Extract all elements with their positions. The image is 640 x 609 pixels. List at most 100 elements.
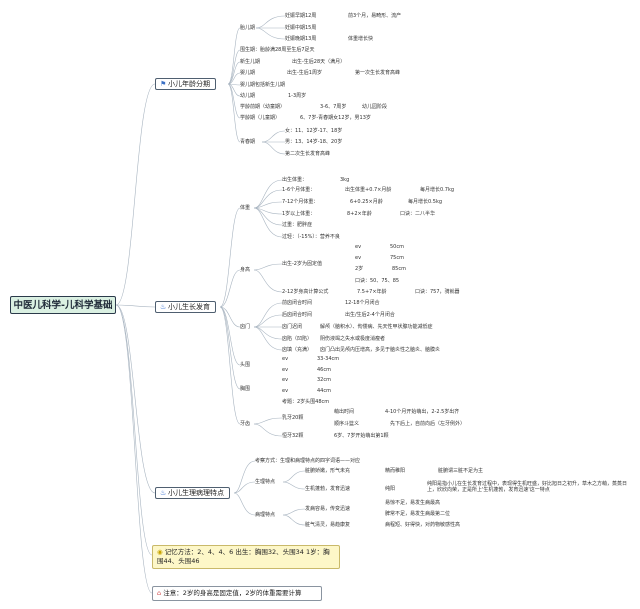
node[interactable]: 胸围: [240, 386, 251, 392]
node[interactable]: 头围: [240, 362, 251, 368]
node[interactable]: 8+2×年龄: [347, 211, 372, 217]
branch-physiology[interactable]: ♨小儿生理病理特点: [155, 487, 230, 499]
node[interactable]: 7.5+7×年龄: [357, 289, 387, 295]
node[interactable]: 牙齿: [240, 421, 251, 427]
node[interactable]: 妊娠中期15周: [285, 25, 317, 31]
node[interactable]: 出生-生后28天（满月）: [292, 59, 346, 65]
node[interactable]: 每月增长0.7kg: [420, 187, 455, 193]
node[interactable]: 前3个月，易畸形、流产: [348, 13, 402, 19]
node[interactable]: 发病容易，传变迅速: [305, 506, 351, 512]
node[interactable]: 口诀：二八半华: [400, 211, 436, 217]
node[interactable]: ev: [282, 377, 289, 383]
node[interactable]: 口诀：757，骑就器: [415, 289, 460, 295]
node[interactable]: 妊娠晚期13周: [285, 36, 317, 42]
node[interactable]: 12-18个月闭合: [345, 300, 380, 306]
node[interactable]: 出生体重+0.7×月龄: [345, 187, 392, 193]
branch-age-stages[interactable]: ⚑小儿年龄分期: [155, 78, 216, 90]
root-topic[interactable]: 中医儿科学-儿科学基础: [10, 296, 116, 314]
node[interactable]: 病程短、好得快，对药物敏感性高: [385, 522, 461, 528]
node[interactable]: 脏气清灵，易趋康复: [305, 522, 351, 528]
node[interactable]: 纯阳: [385, 486, 396, 492]
node[interactable]: 6+0.25×月龄: [350, 199, 383, 205]
node[interactable]: 囟门凸出见颅内压增高，多见于脑炎性之脑炎、脑膜炎: [320, 347, 441, 353]
node[interactable]: 脏腑娇嫩，形气未充: [305, 468, 351, 474]
node[interactable]: 脾常不足，易发生病最第二位: [385, 511, 451, 517]
node[interactable]: 1-3周岁: [288, 93, 307, 99]
node[interactable]: 过轻：（-15%）：营养不良: [282, 234, 340, 240]
node[interactable]: 2-12岁身高计算公式: [282, 289, 329, 295]
node[interactable]: 幼儿期: [240, 93, 256, 99]
node[interactable]: 第二次生长发育高峰: [285, 151, 331, 157]
node[interactable]: 3-6、7周岁: [320, 104, 347, 110]
node[interactable]: 萌出时间: [334, 409, 355, 415]
node[interactable]: 婴儿期: [240, 70, 256, 76]
node[interactable]: 33-34cm: [317, 356, 340, 362]
node[interactable]: 2岁: [355, 266, 364, 272]
node[interactable]: 学龄前期（幼童期）: [240, 104, 286, 110]
node[interactable]: 生理特点: [255, 479, 276, 485]
node[interactable]: 第一次生长发育高峰: [355, 70, 401, 76]
node[interactable]: 病理特点: [255, 512, 276, 518]
node[interactable]: 口诀：50、75、85: [355, 278, 400, 284]
node[interactable]: 胎儿期: [240, 25, 256, 31]
node[interactable]: ev: [282, 356, 289, 362]
node[interactable]: 幼儿园阶段: [362, 104, 388, 110]
node[interactable]: 生机蓬勃，发育迅速: [305, 486, 351, 492]
node[interactable]: 阴伤液竭之失水或极度消瘦者: [320, 336, 386, 342]
node[interactable]: 考题：2岁头围48cm: [282, 399, 330, 405]
node[interactable]: 出生体重：: [282, 177, 308, 183]
node[interactable]: 6、7岁-青春期女12岁，男13岁: [300, 115, 371, 121]
node[interactable]: 恒牙32颗: [282, 433, 304, 439]
node[interactable]: 出生-生后1周岁: [287, 70, 322, 76]
node[interactable]: 先下后上，自前向后（左牙例外）: [390, 421, 466, 427]
node[interactable]: 3kg: [340, 177, 350, 183]
node[interactable]: 乳牙20颗: [282, 415, 304, 421]
node[interactable]: 1-6个月体重：: [282, 187, 316, 193]
memory-note[interactable]: ◉ 记忆方法：2、4、4、6 出生：胸围32、头围34 1岁：胸围44、头围46: [152, 545, 340, 569]
node[interactable]: 脏腑谓三脏不足为主: [438, 468, 484, 474]
node[interactable]: 围生期：胎龄满28周至生后7足天: [240, 47, 315, 53]
node[interactable]: ev: [355, 255, 362, 261]
warning-note[interactable]: ⌂ 注意：2岁的身高是固定值，2岁的体重需要计算: [152, 586, 322, 601]
node[interactable]: 顺序斗篮义: [334, 421, 360, 427]
node[interactable]: 过重：肥胖症: [282, 222, 313, 228]
node[interactable]: ev: [282, 367, 289, 373]
node[interactable]: 易惊不足，易发生病最高: [385, 500, 441, 506]
node[interactable]: 后囟闭合时间: [282, 312, 313, 318]
node[interactable]: ev: [355, 244, 362, 250]
node[interactable]: 46cm: [317, 367, 331, 373]
node[interactable]: 身高: [240, 267, 251, 273]
node[interactable]: 体重增长快: [348, 36, 374, 42]
node[interactable]: 男：13、14岁-18、20岁: [285, 139, 343, 145]
node[interactable]: 出生/生后2-4个月闭合: [345, 312, 395, 318]
node[interactable]: 44cm: [317, 388, 331, 394]
node[interactable]: 1岁以上体重：: [282, 211, 316, 217]
node[interactable]: 学龄期（儿童期）: [240, 115, 281, 121]
node[interactable]: 新生儿期: [240, 59, 261, 65]
node[interactable]: 解颅（脑积水）、佝偻病、先天性甲状腺功能减低症: [320, 324, 433, 330]
node[interactable]: 50cm: [390, 244, 404, 250]
node[interactable]: 4-10个月开始萌出，2-2.5岁出齐: [385, 409, 460, 415]
node[interactable]: 妊娠早期12周: [285, 13, 317, 19]
node[interactable]: 7-12个月体重：: [282, 199, 319, 205]
node[interactable]: 精而稚阳: [385, 468, 406, 474]
node[interactable]: 女：11、12岁-17、18岁: [285, 128, 343, 134]
node[interactable]: 32cm: [317, 377, 331, 383]
node[interactable]: ev: [282, 388, 289, 394]
node[interactable]: 前囟闭合时间: [282, 300, 313, 306]
node[interactable]: 85cm: [392, 266, 406, 272]
node[interactable]: 婴儿期包括新生儿期: [240, 82, 286, 88]
node[interactable]: 体重: [240, 205, 251, 211]
node[interactable]: 75cm: [390, 255, 404, 261]
node[interactable]: 囟门: [240, 324, 251, 330]
branch-growth[interactable]: ♨小儿生长发育: [155, 301, 216, 313]
node[interactable]: 每月增长0.5kg: [408, 199, 443, 205]
node[interactable]: 囟门迟闭: [282, 324, 303, 330]
node[interactable]: 青春期: [240, 139, 256, 145]
node[interactable]: 囟填（充满）: [282, 347, 313, 353]
node[interactable]: 出生-2岁为固定值: [282, 261, 322, 267]
node[interactable]: 囟陷（凹陷）: [282, 336, 313, 342]
node[interactable]: 考察方式：生理和病理特点的四字词语——对应: [255, 458, 361, 464]
node[interactable]: 6岁、7岁开始萌出第1颗: [334, 433, 389, 439]
node[interactable]: 纯阳是指小儿在生长发育过程中，表现得生机旺盛，好比旭日之初升，草木之方萌，蒸蒸日…: [427, 481, 628, 493]
